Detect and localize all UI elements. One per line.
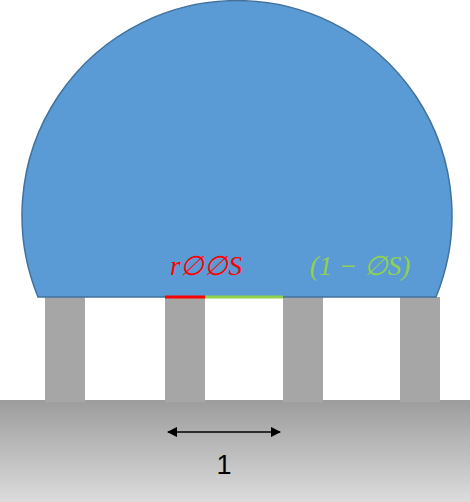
solid-fraction-segment	[165, 296, 205, 299]
pillar	[165, 297, 205, 402]
dimension-arrow	[168, 431, 280, 433]
pillars	[45, 297, 440, 402]
roughness-solid-fraction: r∅∅S	[170, 253, 242, 280]
air-fraction-segment	[205, 296, 283, 299]
pillar	[283, 297, 323, 402]
droplet	[22, 1, 452, 297]
pillar	[400, 297, 440, 402]
pitch-dimension: 1	[216, 452, 231, 479]
air-fraction: (1 − ∅S)	[310, 253, 411, 280]
pillar	[45, 297, 85, 402]
substrate	[0, 400, 470, 502]
